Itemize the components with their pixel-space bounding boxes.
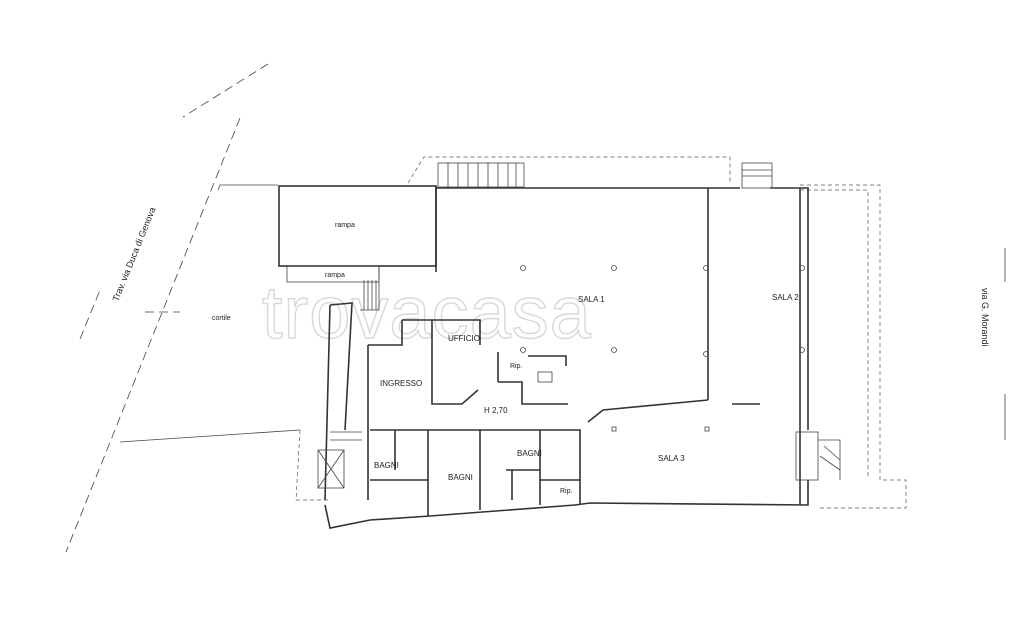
label-bagni-3: BAGNI <box>517 449 542 458</box>
left-stair <box>317 431 362 489</box>
main-walls <box>324 186 809 529</box>
street-label-right: via G. Morandi <box>980 288 990 347</box>
label-sala-3: SALA 3 <box>658 454 685 463</box>
street-label-left: Trav. via Duca di Genova <box>111 206 158 303</box>
label-rip-1: Rip. <box>510 363 523 370</box>
dashed-perimeter <box>295 156 907 509</box>
label-bagni-2: BAGNI <box>448 473 473 482</box>
top-stair <box>437 162 525 188</box>
label-cortile: cortile <box>212 315 231 322</box>
label-sala-1: SALA 1 <box>578 295 605 304</box>
courtyard-boundary <box>119 184 301 443</box>
label-ingresso: INGRESSO <box>380 379 422 388</box>
top-right-stair <box>741 162 773 189</box>
label-bagni-1: BAGNI <box>374 461 399 470</box>
label-rampa-lower: rampa <box>325 272 345 279</box>
left-street-lines <box>65 63 269 553</box>
columns <box>520 265 805 432</box>
right-stair <box>795 431 841 481</box>
label-height: H 2,70 <box>484 406 508 415</box>
label-ufficio: UFFICIO <box>448 334 480 343</box>
watermark-text: trovacasa <box>262 271 592 354</box>
internal-walls <box>367 188 760 516</box>
label-sala-2: SALA 2 <box>772 293 799 302</box>
label-rampa-upper: rampa <box>335 222 355 229</box>
label-rip-2: Rip. <box>560 488 573 495</box>
